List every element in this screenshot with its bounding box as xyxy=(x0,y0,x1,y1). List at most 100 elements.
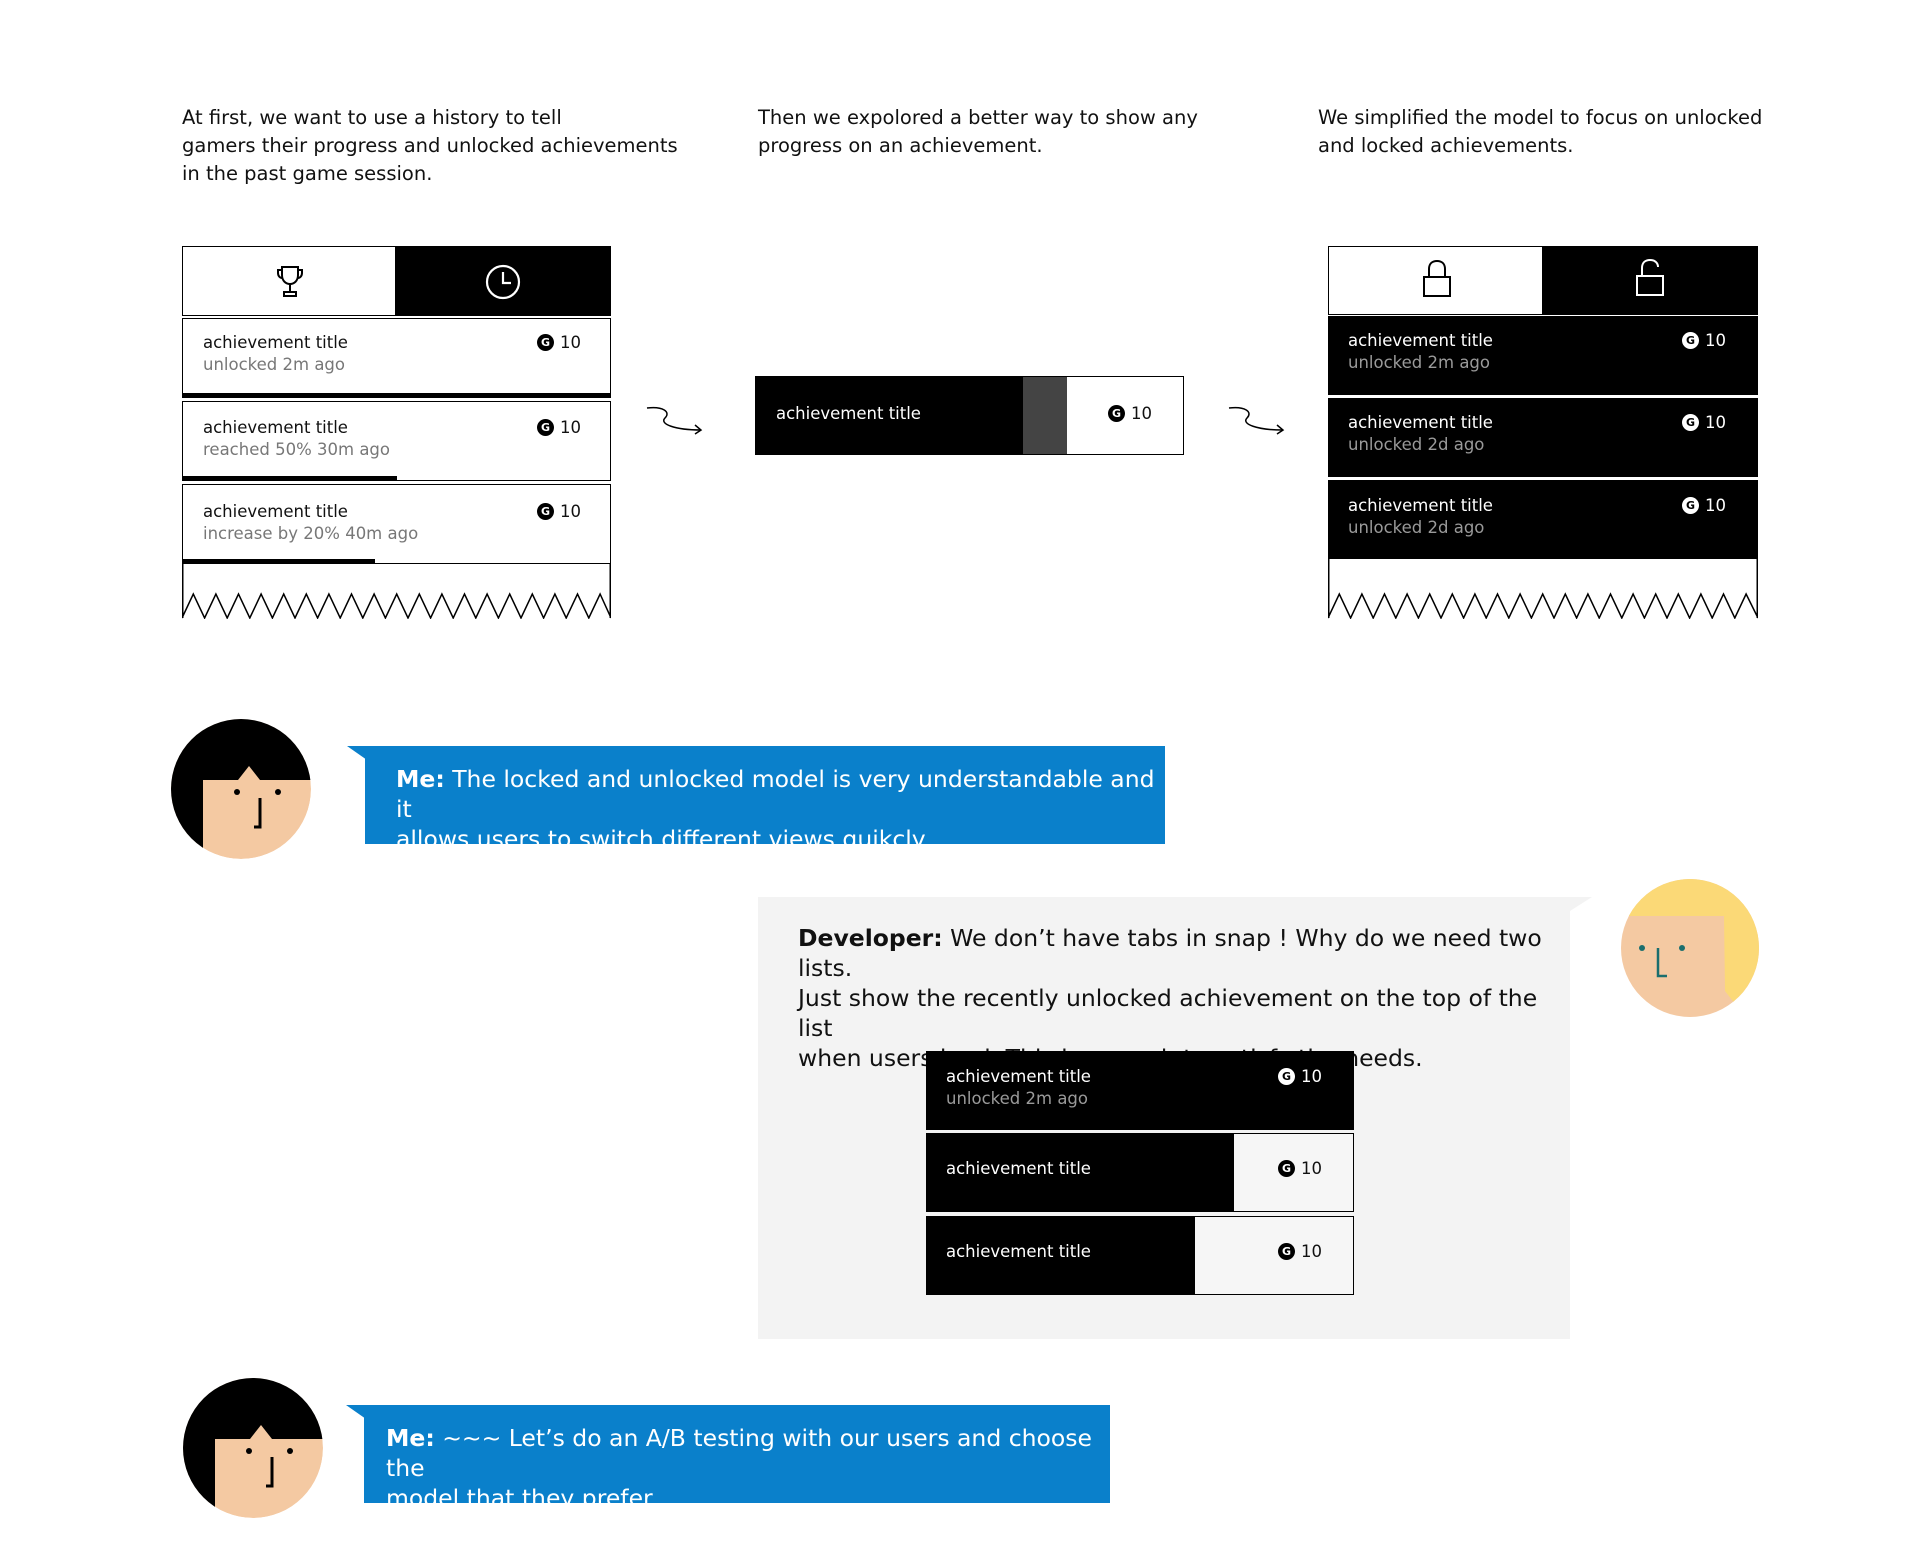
progress-bar xyxy=(183,476,397,480)
chat-line: Me: The locked and unlocked model is ver… xyxy=(396,764,1156,824)
gamerscore: G 10 xyxy=(1278,1159,1322,1178)
caption-lock-model: We simplified the model to focus on unlo… xyxy=(1318,104,1778,160)
chat-line-text: ~~~ Let’s do an A/B testing with our use… xyxy=(386,1424,1092,1482)
gamerscore-icon: G xyxy=(1278,1243,1295,1260)
progress-fill xyxy=(756,377,1023,454)
item-subtitle: reached 50% 30m ago xyxy=(203,440,390,459)
gamerscore: G 10 xyxy=(1682,496,1726,515)
points-value: 10 xyxy=(1705,331,1726,350)
speaker-label: Me: xyxy=(396,765,445,793)
progress-fill xyxy=(927,1217,1196,1294)
chat-bubble-me: Me: The locked and unlocked model is ver… xyxy=(365,746,1165,853)
gamerscore-icon: G xyxy=(1108,405,1125,422)
caption-line: in the past game session. xyxy=(182,162,433,185)
tab-achievements[interactable] xyxy=(182,246,396,316)
item-title: achievement title xyxy=(203,502,348,521)
chat-line-text: allows users to switch different views q… xyxy=(396,825,926,853)
caption-line: progress on an achievement. xyxy=(758,134,1043,157)
avatar-me xyxy=(171,719,311,859)
gamerscore: G 10 xyxy=(1108,404,1152,423)
history-model-mockup: achievement title unlocked 2m ago G 10 ac… xyxy=(182,246,611,619)
points-value: 10 xyxy=(560,333,581,352)
item-title: achievement title xyxy=(1348,413,1493,432)
item-title: achievement title xyxy=(946,1067,1091,1086)
caption-line: Then we expolored a better way to show a… xyxy=(758,106,1198,129)
progress-edge xyxy=(1023,377,1067,454)
torn-edge xyxy=(1328,559,1758,619)
item-subtitle: unlocked 2m ago xyxy=(203,355,345,374)
caption-line: We simplified the model to focus on unlo… xyxy=(1318,106,1763,129)
chat-text: Me: The locked and unlocked model is ver… xyxy=(396,764,1156,854)
points-value: 10 xyxy=(1301,1067,1322,1086)
bubble-tail xyxy=(1570,897,1592,911)
item-subtitle: increase by 20% 40m ago xyxy=(203,524,419,543)
caption-line: gamers their progress and unlocked achie… xyxy=(182,134,678,157)
chat-line: Me: ~~~ Let’s do an A/B testing with our… xyxy=(386,1423,1101,1483)
tab-unlocked[interactable] xyxy=(1543,246,1758,315)
chat-text: Me: ~~~ Let’s do an A/B testing with our… xyxy=(386,1423,1101,1513)
list-item[interactable]: achievement title increase by 20% 40m ag… xyxy=(182,484,611,564)
clock-icon xyxy=(484,263,522,306)
item-title: achievement title xyxy=(203,418,348,437)
gamerscore: G 10 xyxy=(1278,1067,1322,1086)
chat-line-text: We don’t have tabs in snap ! Why do we n… xyxy=(798,924,1542,982)
avatar-me xyxy=(183,1378,323,1518)
caption-history-model: At first, we want to use a history to te… xyxy=(182,104,702,188)
gamerscore-icon: G xyxy=(537,334,554,351)
caption-line: At first, we want to use a history to te… xyxy=(182,106,562,129)
progress-bar xyxy=(183,393,610,397)
gamerscore: G 10 xyxy=(1682,331,1726,350)
points-value: 10 xyxy=(560,418,581,437)
lock-icon xyxy=(1422,259,1452,304)
chat-line: Developer: We don’t have tabs in snap ! … xyxy=(798,923,1568,983)
gamerscore-icon: G xyxy=(1682,332,1699,349)
item-title: achievement title xyxy=(1348,331,1493,350)
list-item[interactable]: achievement title G 10 xyxy=(926,1133,1354,1212)
points-value: 10 xyxy=(1301,1242,1322,1261)
item-title: achievement title xyxy=(1348,496,1493,515)
item-title: achievement title xyxy=(776,404,921,423)
avatar-developer xyxy=(1621,879,1759,1017)
tab-history[interactable] xyxy=(396,246,611,316)
points-value: 10 xyxy=(1705,496,1726,515)
item-subtitle: unlocked 2d ago xyxy=(1348,435,1485,454)
gamerscore-icon: G xyxy=(1682,414,1699,431)
gamerscore-icon: G xyxy=(537,419,554,436)
gamerscore-icon: G xyxy=(1278,1068,1295,1085)
bubble-tail xyxy=(346,1405,366,1419)
points-value: 10 xyxy=(1131,404,1152,423)
gamerscore: G 10 xyxy=(1278,1242,1322,1261)
points-value: 10 xyxy=(1301,1159,1322,1178)
item-subtitle: unlocked 2d ago xyxy=(1348,518,1485,537)
squiggle-arrow-icon xyxy=(646,406,703,435)
progress-bar xyxy=(183,559,376,563)
tab-locked[interactable] xyxy=(1328,246,1543,315)
list-item[interactable]: achievement title unlocked 2d ago G 10 xyxy=(1328,480,1758,559)
chat-bubble-me: Me: ~~~ Let’s do an A/B testing with our… xyxy=(364,1405,1110,1512)
gamerscore-icon: G xyxy=(1278,1160,1295,1177)
single-list-mockup: achievement title unlocked 2m ago G 10 ac… xyxy=(926,1051,1354,1295)
gamerscore-icon: G xyxy=(1682,497,1699,514)
item-title: achievement title xyxy=(946,1159,1091,1178)
gamerscore: G 10 xyxy=(537,418,581,437)
list-item[interactable]: achievement title unlocked 2m ago G 10 xyxy=(926,1051,1354,1130)
torn-edge xyxy=(182,564,611,619)
trophy-icon xyxy=(276,265,304,304)
squiggle-arrow-icon xyxy=(1228,406,1285,435)
bubble-tail xyxy=(347,746,367,760)
item-subtitle: unlocked 2m ago xyxy=(946,1089,1088,1108)
gamerscore-icon: G xyxy=(537,503,554,520)
unlock-icon xyxy=(1635,258,1665,303)
caption-progress-model: Then we expolored a better way to show a… xyxy=(758,104,1218,160)
chat-line-text: model that they prefer. xyxy=(386,1484,659,1512)
speaker-label: Me: xyxy=(386,1424,435,1452)
progress-fill-mockup[interactable]: achievement title G 10 xyxy=(755,376,1184,455)
